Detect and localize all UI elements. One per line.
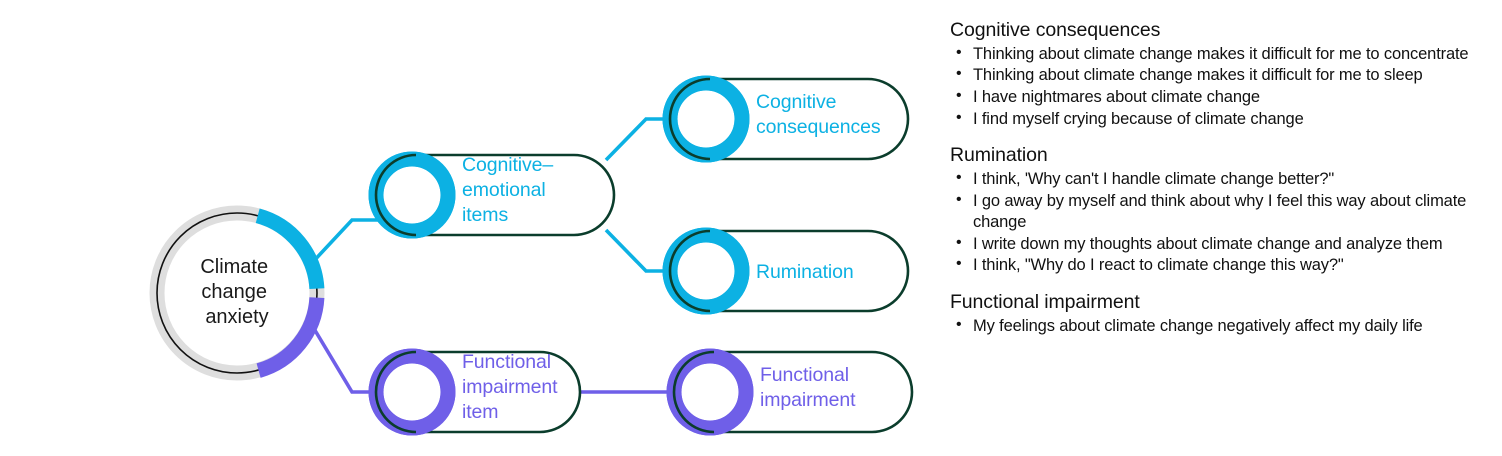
legend-item: Thinking about climate change makes it d… xyxy=(950,43,1495,66)
legend-item: I go away by myself and think about why … xyxy=(950,190,1495,234)
node-accent-hole-functional-impairment xyxy=(681,363,739,421)
center-ring-outline xyxy=(156,212,318,374)
legend-panel: Cognitive consequences Thinking about cl… xyxy=(950,18,1495,337)
legend-item: Thinking about climate change makes it d… xyxy=(950,65,1495,87)
node-label-cognitive-consequences: Cognitive consequences xyxy=(756,91,881,138)
legend-heading-rumination: Rumination xyxy=(950,144,1048,167)
node-pill-left-arc-rumination xyxy=(668,229,711,313)
legend-item: I find myself crying because of climate … xyxy=(950,108,1495,131)
node-rumination[interactable]: Rumination xyxy=(662,227,910,315)
node-pill-left-arc-functional-impairment xyxy=(672,350,715,434)
connector-center-to-cognitive-emotional xyxy=(308,218,392,267)
legend-group-rumination: Rumination I think, 'Why can't I handle … xyxy=(950,143,1495,277)
legend-item: I think, "Why do I react to climate chan… xyxy=(950,254,1495,277)
center-node[interactable]: Climate change anxiety xyxy=(149,205,325,381)
node-cognitive-emotional-items[interactable]: Cognitive– emotional items xyxy=(368,151,616,239)
legend-item: I think, 'Why can't I handle climate cha… xyxy=(950,168,1495,191)
legend-group-functional-impairment: Functional impairment My feelings about … xyxy=(950,290,1495,337)
node-functional-impairment[interactable]: Functional impairment xyxy=(666,348,914,436)
legend-heading-cognitive-consequences: Cognitive consequences xyxy=(950,19,1161,41)
node-accent-hole-cognitive-consequences xyxy=(677,90,735,148)
center-node-label: Climate change anxiety xyxy=(200,256,273,328)
node-functional-impairment-item[interactable]: Functional impairment item xyxy=(368,348,582,436)
node-cognitive-consequences[interactable]: Cognitive consequences xyxy=(662,75,910,163)
legend-list-rumination: I think, 'Why can't I handle climate cha… xyxy=(950,168,1495,277)
legend-item: My feelings about climate change negativ… xyxy=(950,315,1495,338)
legend-item: I have nightmares about climate change xyxy=(950,86,1495,109)
node-accent-hole-cognitive-emotional xyxy=(383,166,441,224)
legend-list-functional-impairment: My feelings about climate change negativ… xyxy=(950,315,1495,338)
node-accent-hole-rumination xyxy=(677,242,735,300)
center-arc-functional-impairment xyxy=(256,296,325,378)
node-label-functional-impairment: Functional impairment xyxy=(760,364,856,411)
legend-heading-functional-impairment: Functional impairment xyxy=(950,290,1140,313)
legend-group-cognitive-consequences: Cognitive consequences Thinking about cl… xyxy=(950,18,1495,130)
legend-item: I write down my thoughts about climate c… xyxy=(950,233,1495,256)
node-pill-left-arc-cognitive-emotional xyxy=(374,153,417,237)
node-pill-left-arc-functional-item xyxy=(374,350,417,434)
node-pill-left-arc-cognitive-consequences xyxy=(668,77,711,161)
node-label-functional-item: Functional impairment item xyxy=(462,351,563,423)
node-accent-hole-functional-item xyxy=(383,363,441,421)
node-label-rumination: Rumination xyxy=(756,261,854,283)
legend-list-cognitive-consequences: Thinking about climate change makes it d… xyxy=(950,43,1495,131)
node-label-cognitive-emotional: Cognitive– emotional items xyxy=(462,154,558,226)
center-arc-cognitive-emotional xyxy=(255,208,325,290)
